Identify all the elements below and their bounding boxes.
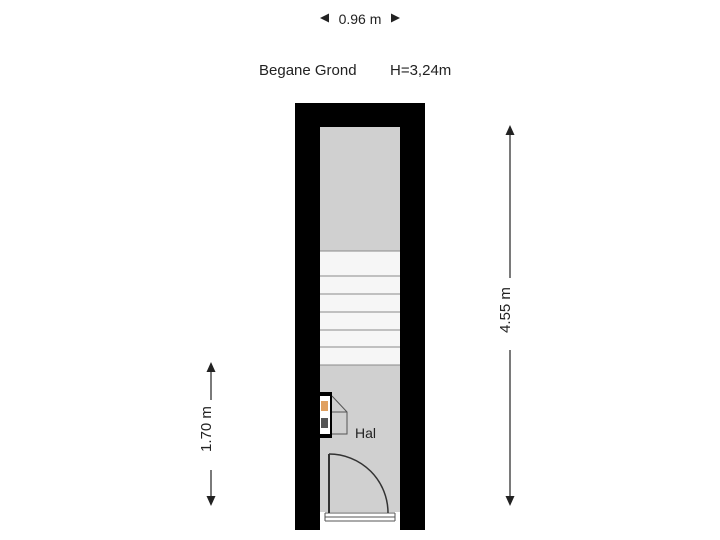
length-dimension: 4.55 m [497, 125, 515, 506]
cupboard-door-swing [331, 395, 348, 435]
meter-icon [321, 401, 328, 411]
arrow-right-icon [391, 13, 400, 23]
arrow-down-icon [206, 496, 216, 506]
staircase [320, 250, 400, 366]
width-dimension: 0.96 m [320, 11, 400, 27]
partial-dimension-label: 1.70 m [198, 406, 215, 452]
floor-height: H=3,24m [390, 62, 451, 79]
meter-box-icon [321, 418, 328, 428]
partial-dimension: 1.70 m [198, 362, 216, 506]
arrow-up-icon [206, 362, 216, 372]
width-dimension-label: 0.96 m [339, 11, 382, 27]
length-dimension-label: 4.55 m [497, 287, 514, 333]
meter-cupboard [316, 392, 348, 438]
arrow-left-icon [320, 13, 329, 23]
outer-walls [295, 103, 425, 530]
arrow-up-icon [505, 125, 515, 135]
arrow-down-icon [505, 496, 515, 506]
door-swing-arc [328, 453, 389, 514]
floor-name: Begane Grond [259, 62, 357, 79]
room-label-hal: Hal [355, 425, 376, 441]
entrance-door [320, 453, 400, 530]
